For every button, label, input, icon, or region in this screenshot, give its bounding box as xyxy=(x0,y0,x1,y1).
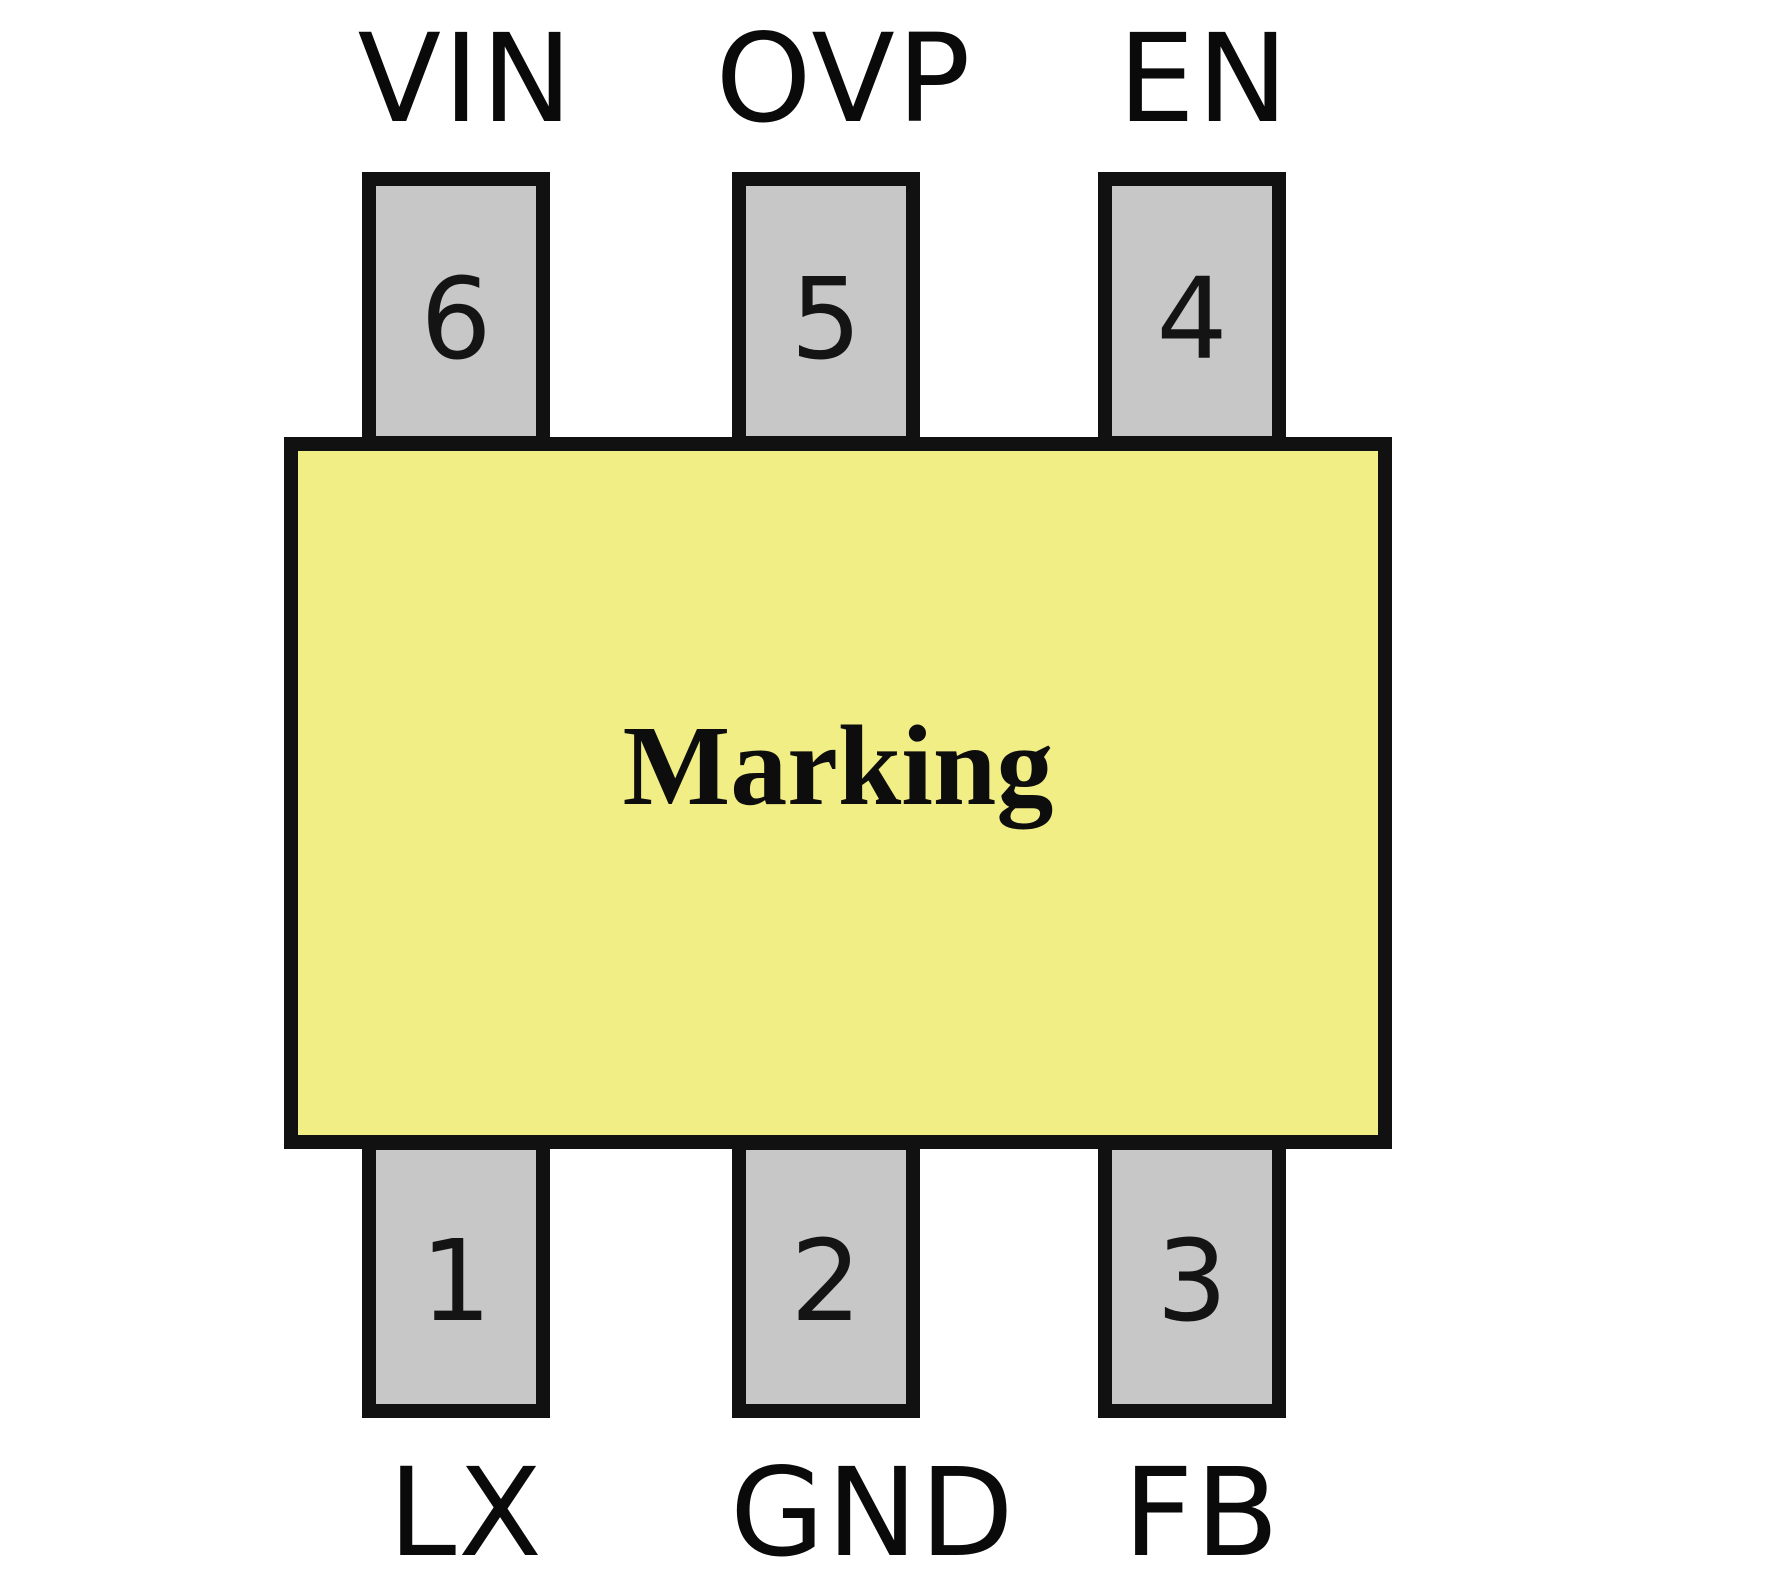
marking-text: Marking xyxy=(622,702,1054,829)
package-body: Marking xyxy=(284,437,1392,1149)
pin-number-4: 4 xyxy=(1156,255,1228,385)
pin-1: 1 xyxy=(362,1136,550,1418)
pin-number-6: 6 xyxy=(420,255,492,385)
pin-name-fb: FB xyxy=(1123,1442,1281,1584)
pin-number-3: 3 xyxy=(1156,1217,1228,1347)
pin-name-lx: LX xyxy=(388,1442,544,1584)
pin-2: 2 xyxy=(732,1136,920,1418)
pin-name-vin: VIN xyxy=(357,8,575,150)
pin-name-gnd: GND xyxy=(730,1442,1016,1584)
pin-4: 4 xyxy=(1098,172,1286,450)
pin-6: 6 xyxy=(362,172,550,450)
pin-number-2: 2 xyxy=(790,1217,862,1347)
pin-name-en: EN xyxy=(1117,8,1291,150)
pin-name-ovp: OVP xyxy=(715,8,973,150)
pin-3: 3 xyxy=(1098,1136,1286,1418)
pin-number-1: 1 xyxy=(420,1217,492,1347)
pin-number-5: 5 xyxy=(790,255,862,385)
pin-5: 5 xyxy=(732,172,920,450)
